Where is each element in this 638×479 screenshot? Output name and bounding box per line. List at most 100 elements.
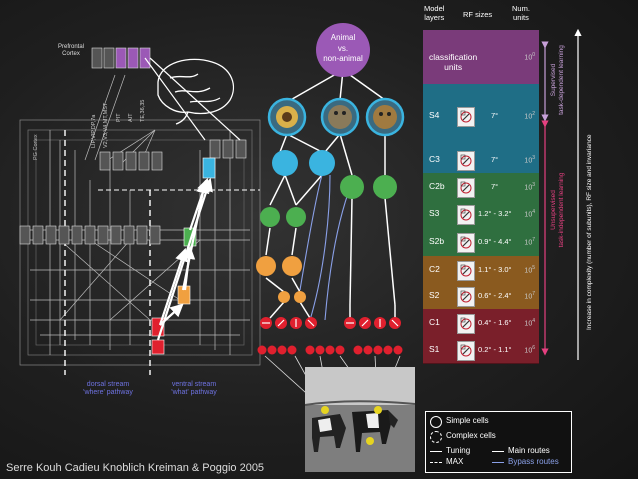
filter-icon	[457, 151, 475, 171]
tuning-line-icon	[430, 451, 442, 452]
c3-node-1	[272, 150, 298, 176]
layer-row-6: C2 1.1° - 3.0° 105	[423, 256, 539, 284]
units-base: 10	[524, 319, 533, 327]
it-label-2: AIT	[128, 113, 134, 122]
units-base: 10	[524, 112, 533, 120]
s3-node-2	[286, 207, 306, 227]
units-base: 10	[524, 346, 533, 354]
filter-icon	[457, 205, 475, 225]
filter-icon	[457, 313, 475, 334]
units-exponent: 3	[532, 181, 535, 188]
units-exponent: 5	[532, 264, 535, 271]
layer-row-0: classification units 100	[423, 30, 539, 85]
unsupervised-label: Unsupervised task-independent learning	[550, 172, 565, 248]
layer-name: S3	[429, 208, 440, 218]
num-units: 104	[524, 209, 535, 218]
num-units: 102	[524, 111, 535, 120]
pfc-connection	[149, 57, 241, 141]
units-base: 10	[524, 54, 533, 62]
layer-name: C2	[429, 263, 440, 274]
header-rf-sizes: RF sizes	[463, 10, 493, 19]
units-exponent: 4	[532, 209, 535, 215]
layer-row-8: C1 0.4° - 1.6° 104	[423, 309, 539, 337]
c1-row	[260, 317, 401, 329]
top-classification-node	[316, 23, 370, 77]
legend-complex: Complex cells	[446, 431, 496, 440]
filter-icon	[457, 260, 475, 281]
rf-size: 0.2° - 1.1°	[478, 344, 512, 354]
rf-size: 7°	[491, 155, 499, 164]
complex-cell-icon	[430, 431, 442, 443]
units-base: 10	[524, 239, 533, 247]
units-base: 10	[524, 157, 533, 165]
rf-size: 1.1° - 3.0°	[478, 264, 512, 274]
rf-size: 0.6° - 2.4°	[478, 291, 512, 300]
num-units: 100	[524, 52, 535, 61]
s1-row	[257, 345, 403, 355]
s2-node-1	[278, 291, 290, 303]
bypass-route-icon	[492, 462, 504, 463]
complexity-label: Increase in complexity (number of subuni…	[586, 134, 593, 330]
units-base: 10	[524, 266, 533, 274]
legend-simple: Simple cells	[446, 416, 489, 425]
layer-name: C2b	[429, 180, 445, 191]
top-node-label: Animal vs. non-animal	[323, 33, 363, 63]
num-units: 107	[524, 291, 535, 300]
v1b-area-red	[151, 339, 165, 355]
ventral-stream-label: ventral stream 'what' pathway	[171, 381, 217, 396]
cow-photo	[304, 367, 416, 472]
rf-size: 1.2° - 3.2°	[478, 209, 512, 218]
layer-name: S2b	[429, 236, 445, 246]
thumbnail-row	[267, 97, 405, 137]
units-exponent: 7	[532, 291, 535, 297]
filter-icon	[457, 233, 475, 253]
units-exponent: 4	[532, 317, 535, 324]
rf-size: 0.4° - 1.6°	[478, 317, 512, 327]
rf-size: 7°	[491, 181, 499, 191]
num-units: 107	[524, 237, 535, 246]
max-line-icon	[430, 462, 442, 463]
num-units: 105	[524, 265, 535, 274]
filter-icon	[457, 177, 475, 198]
filter-icon	[457, 287, 475, 307]
num-units: 104	[524, 318, 535, 327]
units-base: 10	[524, 211, 533, 219]
units-base: 10	[524, 293, 533, 301]
c2b-node-1	[340, 175, 364, 199]
model-tree-lines	[265, 69, 396, 319]
brain-sketch	[157, 58, 235, 125]
c2-node-2	[282, 256, 302, 276]
prefrontal-boxes	[91, 47, 151, 69]
legend-main: Main routes	[508, 446, 550, 455]
simple-cell-icon	[430, 416, 442, 428]
s3-node-1	[260, 207, 280, 227]
legend-max: MAX	[446, 457, 464, 466]
main-route-arrows	[156, 177, 213, 341]
s2-node-2	[294, 291, 306, 303]
num-units: 103	[524, 182, 535, 191]
filter-icon	[457, 340, 475, 361]
rf-size: 7°	[491, 110, 499, 120]
main-route-icon	[492, 451, 504, 452]
vertical-left-label: LIP,VIP,DP,7a	[91, 114, 97, 148]
pg-cortex-label: PG Cortex	[33, 134, 39, 160]
layer-name: C1	[429, 316, 440, 327]
units-base: 10	[524, 183, 533, 191]
units-exponent: 2	[532, 110, 535, 117]
header-num-units: Num. units	[512, 4, 530, 22]
c2b-node-2	[373, 175, 397, 199]
c3-node-2	[309, 150, 335, 176]
rf-dot-3	[366, 437, 374, 445]
layer-name: classification units	[429, 52, 478, 72]
units-exponent: 6	[532, 344, 535, 351]
c2-node-1	[256, 256, 276, 276]
units-exponent: 7	[532, 237, 535, 243]
legend-bypass: Bypass routes	[508, 457, 559, 466]
it-label-1: PIT	[116, 113, 122, 122]
supervised-label: Supervised task-dependent learning	[550, 45, 565, 115]
layer-row-4: S3 1.2° - 3.2° 104	[423, 200, 539, 229]
